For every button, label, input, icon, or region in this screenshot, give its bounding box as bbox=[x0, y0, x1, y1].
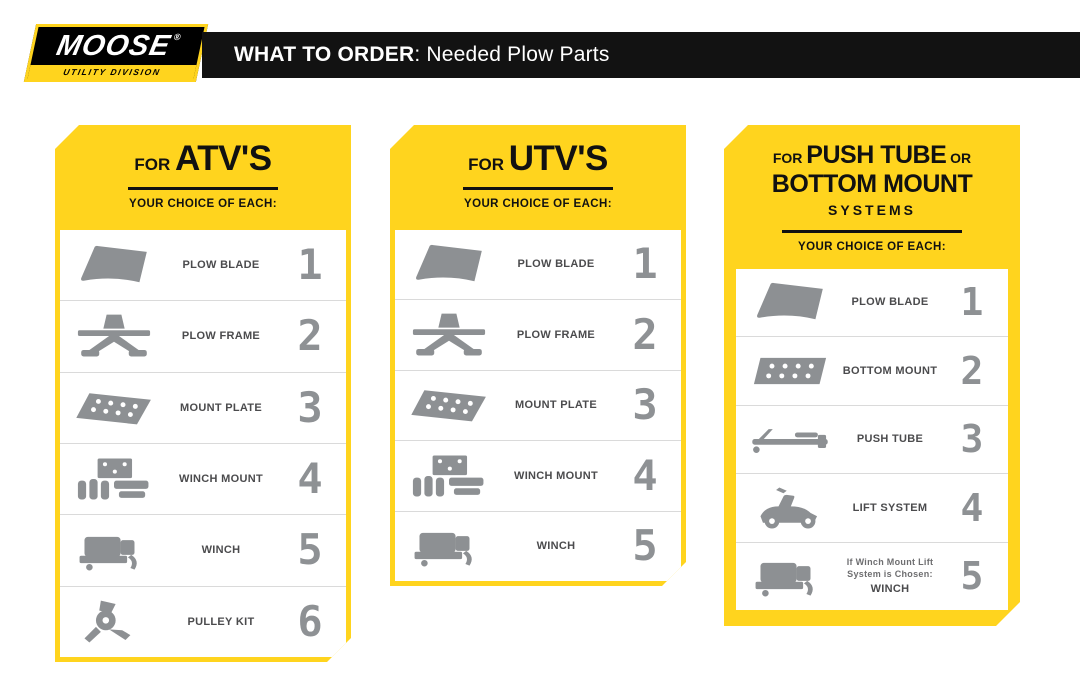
part-quantity: 2 bbox=[297, 311, 323, 361]
card-header: FOR UTV'S YOUR CHOICE OF EACH: bbox=[390, 125, 686, 220]
moose-logo-wordmark: MOOSE® bbox=[53, 29, 183, 62]
parts-row: MOUNT PLATE 3 bbox=[395, 370, 681, 440]
part-quantity: 4 bbox=[297, 454, 323, 504]
parts-row: If Winch Mount Lift System is Chosen:WIN… bbox=[736, 542, 1008, 611]
part-quantity: 2 bbox=[960, 348, 984, 393]
choice-label: YOUR CHOICE OF EACH: bbox=[798, 240, 946, 253]
parts-row: PLOW BLADE 1 bbox=[395, 230, 681, 299]
page-title-bold: WHAT TO ORDER bbox=[234, 43, 415, 66]
parts-row: WINCH MOUNT 4 bbox=[60, 443, 346, 514]
plow-frame-icon bbox=[403, 310, 495, 360]
part-label: BOTTOM MOUNT bbox=[842, 364, 938, 377]
part-label: PUSH TUBE bbox=[856, 433, 924, 446]
parts-row: WINCH MOUNT 4 bbox=[395, 440, 681, 510]
part-quantity: 3 bbox=[632, 380, 658, 430]
parts-row: BOTTOM MOUNT 2 bbox=[736, 336, 1008, 405]
parts-row: PLOW FRAME 2 bbox=[60, 300, 346, 371]
part-label: MOUNT PLATE bbox=[180, 401, 262, 414]
page-title-bar: WHAT TO ORDER: Needed Plow Parts bbox=[202, 32, 1080, 78]
part-quantity: 4 bbox=[632, 450, 658, 500]
bottom-mount-icon bbox=[744, 346, 836, 396]
card-header: FOR ATV'S YOUR CHOICE OF EACH: bbox=[55, 125, 351, 220]
push-tube-icon bbox=[744, 414, 836, 464]
parts-row: PLOW FRAME 2 bbox=[395, 299, 681, 369]
parts-row: PULLEY KIT 6 bbox=[60, 586, 346, 657]
part-quantity: 5 bbox=[960, 554, 984, 599]
part-label: If Winch Mount Lift System is Chosen:WIN… bbox=[836, 557, 944, 595]
part-label: PLOW BLADE bbox=[182, 258, 260, 271]
title-underline bbox=[782, 230, 962, 233]
choice-label: YOUR CHOICE OF EACH: bbox=[129, 197, 277, 210]
part-label: PULLEY KIT bbox=[187, 615, 255, 628]
part-quantity: 5 bbox=[297, 525, 323, 575]
plow-blade-icon bbox=[68, 240, 160, 290]
winch-mount-icon bbox=[403, 451, 495, 501]
mount-plate-icon bbox=[68, 383, 160, 433]
plow-blade-icon bbox=[403, 239, 495, 289]
card-title: FOR PUSH TUBE OR bbox=[772, 141, 972, 169]
card-atv: FOR ATV'S YOUR CHOICE OF EACH: PLOW BLADE 1… bbox=[55, 125, 351, 662]
parts-row: LIFT SYSTEM 4 bbox=[736, 473, 1008, 542]
part-label: PLOW BLADE bbox=[517, 258, 595, 271]
part-quantity: 3 bbox=[297, 382, 323, 432]
part-label: PLOW FRAME bbox=[181, 330, 261, 343]
plow-frame-icon bbox=[68, 311, 160, 361]
parts-row: PLOW BLADE 1 bbox=[60, 230, 346, 300]
part-label: WINCH MOUNT bbox=[514, 469, 598, 482]
parts-row: WINCH 5 bbox=[395, 511, 681, 581]
winch-icon bbox=[68, 525, 160, 575]
card-title: FOR ATV'S bbox=[134, 139, 272, 178]
part-label: WINCH MOUNT bbox=[179, 473, 263, 486]
winch-icon bbox=[403, 521, 495, 571]
card-title: FOR UTV'S bbox=[468, 139, 608, 178]
part-label: PLOW BLADE bbox=[851, 296, 929, 309]
parts-row: MOUNT PLATE 3 bbox=[60, 372, 346, 443]
card-title: BOTTOM MOUNT bbox=[771, 169, 973, 198]
title-underline bbox=[128, 187, 278, 190]
page-title-rest: : Needed Plow Parts bbox=[414, 43, 610, 66]
parts-row: PUSH TUBE 3 bbox=[736, 405, 1008, 474]
part-label: LIFT SYSTEM bbox=[852, 501, 928, 514]
moose-logo-subtitle: UTILITY DIVISION bbox=[27, 65, 197, 79]
mount-plate-icon bbox=[403, 380, 495, 430]
part-label: WINCH bbox=[201, 544, 241, 557]
title-underline bbox=[463, 187, 613, 190]
pulley-kit-icon bbox=[68, 597, 160, 647]
part-label: PLOW FRAME bbox=[516, 328, 596, 341]
part-quantity: 4 bbox=[960, 485, 984, 530]
winch-mount-icon bbox=[68, 454, 160, 504]
part-quantity: 6 bbox=[297, 596, 323, 646]
part-quantity: 3 bbox=[960, 417, 984, 462]
part-quantity: 1 bbox=[297, 239, 323, 289]
card-title-systems: SYSTEMS bbox=[828, 201, 916, 218]
part-quantity: 5 bbox=[632, 521, 658, 571]
part-quantity: 1 bbox=[632, 239, 658, 289]
registered-mark: ® bbox=[172, 32, 183, 42]
part-label: WINCH bbox=[536, 540, 576, 553]
part-quantity: 1 bbox=[960, 280, 984, 325]
parts-row: PLOW BLADE 1 bbox=[736, 269, 1008, 337]
part-label: MOUNT PLATE bbox=[515, 399, 597, 412]
choice-label: YOUR CHOICE OF EACH: bbox=[464, 197, 612, 210]
part-note: If Winch Mount Lift System is Chosen: bbox=[846, 557, 934, 579]
card-utv: FOR UTV'S YOUR CHOICE OF EACH: PLOW BLADE 1… bbox=[390, 125, 686, 586]
parts-row: WINCH 5 bbox=[60, 514, 346, 585]
moose-logo: MOOSE® UTILITY DIVISION bbox=[23, 24, 209, 82]
plow-blade-icon bbox=[744, 277, 836, 327]
lift-system-icon bbox=[744, 483, 836, 533]
winch-icon bbox=[744, 551, 836, 601]
part-quantity: 2 bbox=[632, 309, 658, 359]
